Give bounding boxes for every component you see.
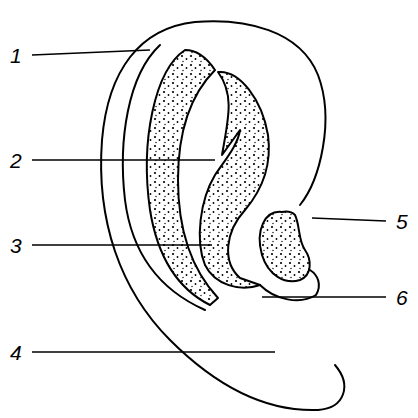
callout-number: 5 bbox=[396, 211, 408, 232]
callout-number: 4 bbox=[10, 342, 22, 363]
callout-number: 6 bbox=[396, 287, 408, 308]
callout-number: 3 bbox=[10, 235, 22, 256]
callout-number: 2 bbox=[10, 150, 22, 171]
callout-number: 1 bbox=[10, 45, 22, 66]
